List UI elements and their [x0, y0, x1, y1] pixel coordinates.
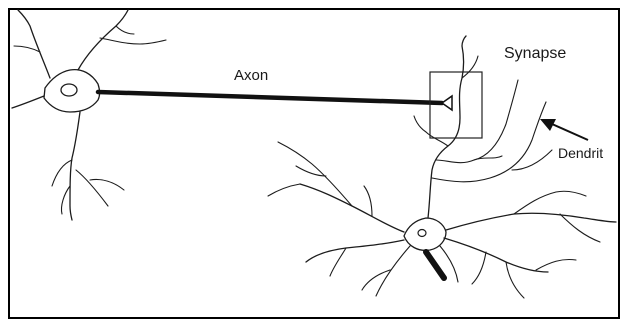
neuron-left-dendrite: [18, 10, 50, 78]
neuron-left-dendrite: [14, 46, 40, 52]
neuron-right-dendrite: [514, 191, 586, 214]
neuron-right-dendrite: [446, 213, 616, 230]
neuron-right-dendrite: [376, 246, 410, 296]
axon-terminal: [442, 96, 452, 110]
neuron-right-dendrite: [306, 240, 404, 262]
neuron-left-soma: [44, 70, 100, 112]
dendrite-label: Dendrit: [558, 145, 603, 161]
neuron-right-dendrite: [536, 259, 576, 270]
neuron-right-soma: [404, 218, 446, 250]
neuron-right-dendrite: [296, 166, 326, 176]
neuron-left-dendrite: [61, 186, 70, 214]
neuron-right-dendrite: [462, 56, 478, 78]
neuron-right-dendrite: [436, 80, 518, 163]
neuron-right-dendrite: [560, 214, 600, 242]
neuron-right-dendrite: [474, 156, 502, 160]
neuron-right-dendrite: [330, 248, 346, 276]
neuron-left: [12, 10, 166, 220]
neuron-left-dendrite: [116, 26, 134, 34]
dendrite-arrow-shaft: [552, 124, 588, 140]
axon-line: [98, 92, 442, 103]
neuron-right: [268, 36, 616, 298]
neuron-right-dendrite: [300, 184, 404, 232]
neuron-right-dendrite: [268, 184, 300, 196]
neuron-left-dendrite: [100, 38, 166, 44]
axon-label: Axon: [234, 67, 268, 84]
neuron-right-dendrite: [512, 150, 552, 170]
neuron-left-dendrite: [70, 112, 80, 220]
dendrite-pointer: [540, 119, 588, 140]
neuron-left-dendrite: [90, 179, 124, 190]
neuron-left-dendrite: [52, 160, 72, 186]
neuron-right-dendrite: [472, 252, 486, 284]
neuron-right-axon-stub: [426, 252, 444, 278]
neuron-right-dendrite: [362, 270, 390, 290]
neuron-left-dendrite: [76, 170, 108, 206]
neuron-left-dendrite: [12, 96, 44, 108]
synapse-label: Synapse: [504, 45, 566, 62]
neuron-right-dendrite: [414, 116, 448, 146]
neuron-right-dendrite: [432, 102, 546, 182]
neuron-right-dendrite: [444, 238, 548, 272]
neuron-left-dendrite: [78, 10, 128, 70]
neuron-left-nucleus: [61, 84, 77, 96]
neuron-right-nucleus: [418, 230, 426, 237]
neuron-right-dendrite: [428, 36, 466, 218]
neuron-right-dendrite: [364, 186, 372, 216]
